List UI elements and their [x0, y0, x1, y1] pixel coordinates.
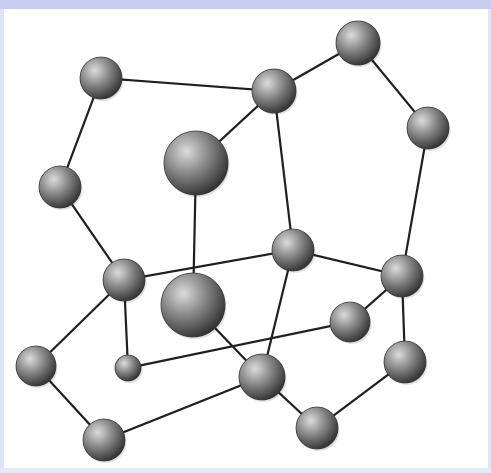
atom-sphere: [102, 258, 146, 302]
frame-left-border: [0, 9, 4, 473]
atom-sphere: [406, 106, 450, 150]
atom-a8: [271, 228, 316, 273]
bond-a3-a8: [272, 89, 295, 252]
atom-a4: [406, 106, 451, 151]
atom-sphere: [329, 301, 371, 343]
frame-bottom-border: [0, 468, 491, 473]
bond-a13-a11: [126, 320, 352, 370]
bond-a1-a3: [99, 76, 276, 93]
atom-a17: [295, 406, 340, 451]
bond-a4-a7: [400, 126, 430, 278]
atom-a12: [383, 340, 428, 385]
atom-sphere: [160, 272, 226, 338]
atom-a13: [114, 354, 143, 383]
atom-sphere: [295, 406, 339, 450]
atom-a9: [102, 258, 147, 303]
atom-a16: [82, 418, 127, 463]
atom-sphere: [380, 254, 424, 298]
atom-a15: [238, 353, 287, 402]
atom-a5: [38, 165, 83, 210]
atom-a6: [163, 130, 230, 197]
atom-a10: [160, 272, 227, 339]
atoms-layer: [15, 20, 451, 463]
atom-a14: [15, 345, 58, 388]
atom-sphere: [271, 228, 315, 272]
atom-sphere: [114, 354, 142, 382]
atom-sphere: [82, 418, 126, 462]
atom-sphere: [79, 56, 123, 100]
atom-sphere: [38, 165, 82, 209]
atom-sphere: [251, 68, 297, 114]
atom-sphere: [335, 20, 381, 66]
bond-a16-a15: [102, 375, 264, 442]
bond-a9-a8: [122, 248, 295, 282]
frame-right-border: [488, 9, 491, 473]
atom-a3: [251, 68, 298, 115]
atom-a7: [380, 254, 425, 299]
atom-sphere: [15, 345, 57, 387]
atom-sphere: [238, 353, 286, 401]
atom-a11: [329, 301, 372, 344]
frame-top-bar: [0, 0, 491, 9]
atom-sphere: [383, 340, 427, 384]
bonds-layer: [34, 41, 430, 442]
atom-a1: [79, 56, 124, 101]
atom-sphere: [163, 130, 229, 196]
atom-a2: [335, 20, 382, 67]
